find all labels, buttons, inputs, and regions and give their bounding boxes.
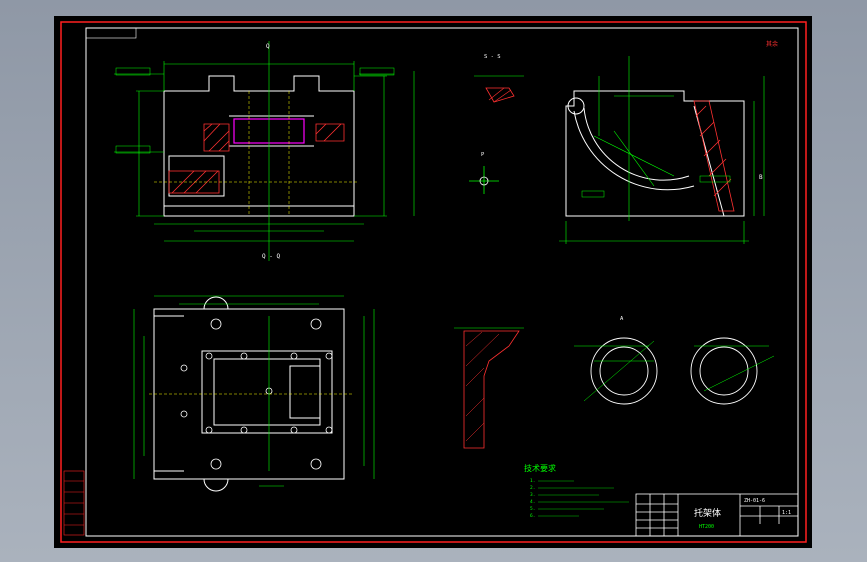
inner-frame (85, 27, 799, 537)
tech-note-4: 4. (530, 499, 535, 505)
plan-view (133, 295, 375, 492)
tech-requirements: 技术要求 1. 2. 3. 4. 5. 6. (524, 463, 629, 519)
tech-title: 技术要求 (524, 463, 556, 473)
part-material: HT200 (699, 524, 714, 530)
title-block (635, 493, 799, 537)
tech-note-2: 2. (530, 485, 535, 491)
section-label-a: A (620, 316, 624, 322)
engineering-drawing: Q Q - Q B (60, 21, 807, 543)
part-name: 托架体 (694, 507, 721, 519)
detail-section (454, 327, 524, 449)
front-view: Q Q - Q (114, 41, 415, 261)
section-label-q-bottom: Q - Q (262, 253, 280, 260)
left-revision-table (63, 470, 85, 536)
section-label-p: P (481, 152, 485, 158)
cad-viewport[interactable]: Q Q - Q B (54, 16, 812, 548)
tech-note-5: 5. (530, 506, 535, 512)
tech-note-6: 6. (530, 513, 535, 519)
drawing-number: ZH-01-6 (744, 498, 765, 504)
roughness-mark: 其余 (766, 40, 778, 48)
detail-view-bearing (690, 337, 775, 405)
corner-tag (85, 27, 137, 39)
detail-view-a: A (574, 316, 658, 405)
section-label-q-top: Q (266, 43, 270, 50)
detail-s-s: S - S (474, 54, 524, 103)
tech-note-3: 3. (530, 492, 535, 498)
section-label-b: B (759, 174, 763, 181)
tech-note-1: 1. (530, 478, 535, 484)
section-label-s: S - S (484, 54, 501, 60)
side-view: B (559, 56, 765, 244)
detail-p: P (469, 152, 499, 194)
drawing-scale: 1:1 (782, 510, 791, 516)
outer-frame (60, 21, 807, 543)
